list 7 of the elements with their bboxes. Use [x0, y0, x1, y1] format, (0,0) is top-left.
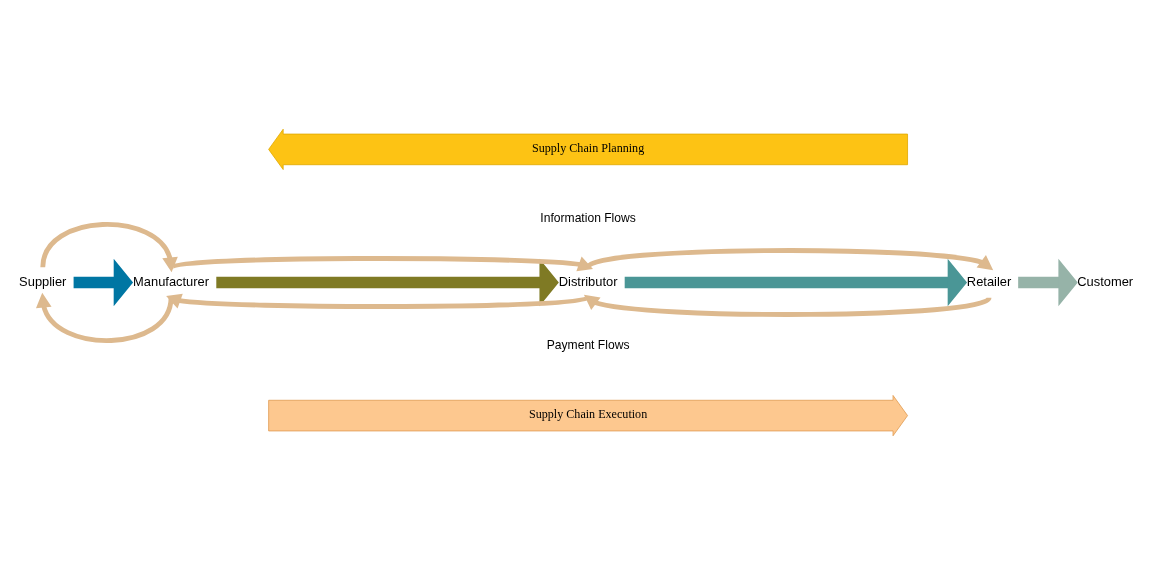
node-text: Supplier — [19, 273, 67, 289]
node-text: Retailer — [966, 273, 1012, 289]
label: Payment Flows — [546, 337, 630, 352]
node-text: Customer — [1077, 273, 1134, 289]
node-text: Manufacturer — [133, 273, 210, 289]
label: Information Flows — [540, 210, 636, 225]
node-text: Distributor — [558, 273, 618, 289]
